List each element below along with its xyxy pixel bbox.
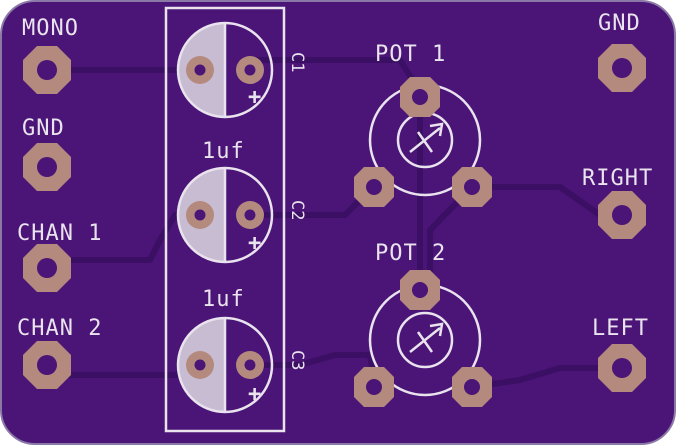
cap-value-1: 1uf (202, 139, 245, 164)
right-connector-pads (598, 44, 646, 392)
label-gnd-left: GND (22, 116, 65, 141)
label-chan2: CHAN 2 (17, 316, 102, 341)
capacitor-outline-box (164, 6, 286, 433)
capacitor-c3: + (176, 316, 274, 414)
label-right: RIGHT (582, 166, 653, 191)
capacitor-c1: + (176, 21, 274, 119)
potentiometer-2 (354, 270, 492, 407)
label-chan1: CHAN 1 (17, 221, 102, 246)
label-gnd-right: GND (598, 11, 641, 36)
label-left: LEFT (592, 316, 649, 341)
ref-c1: C1 (287, 52, 307, 72)
label-pot2: POT 2 (375, 241, 446, 266)
c1-plus-label: + (248, 85, 261, 110)
potentiometer-1 (354, 77, 492, 207)
capacitor-c2: + (176, 166, 274, 264)
ref-c3: C3 (287, 350, 307, 370)
label-mono: MONO (22, 16, 79, 41)
label-pot1: POT 1 (375, 42, 446, 67)
cap-value-2: 1uf (202, 287, 245, 312)
ref-c2: C2 (287, 200, 307, 220)
c2-plus-label: + (248, 231, 261, 256)
c3-plus-label: + (248, 382, 261, 407)
left-connector-pads (23, 46, 71, 389)
trace-pot2-left (471, 365, 622, 390)
